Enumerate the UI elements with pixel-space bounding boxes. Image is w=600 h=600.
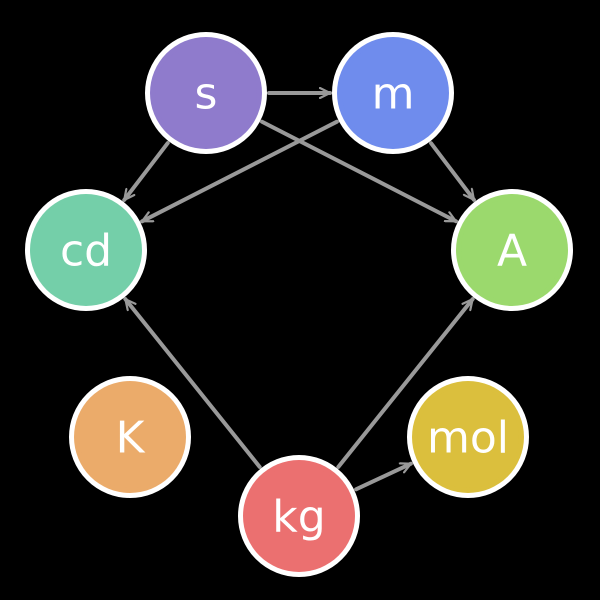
node-kg: kg <box>238 455 360 577</box>
node-m-fill <box>342 42 444 144</box>
node-m: m <box>332 32 454 154</box>
edge-m-to-A <box>429 141 476 202</box>
edge-s-to-A <box>260 119 458 224</box>
edge-kg-to-A <box>336 297 475 469</box>
node-s-fill <box>155 42 257 144</box>
node-cd-fill <box>35 199 137 301</box>
node-m-label: m <box>372 69 415 120</box>
node-s: s <box>145 32 267 154</box>
node-s-label: s <box>195 69 218 120</box>
edge-m-to-cd <box>140 119 339 224</box>
node-mol: mol <box>407 376 529 498</box>
node-cd-label: cd <box>60 226 112 277</box>
node-A-label: A <box>497 226 527 277</box>
edge-kg-to-mol <box>354 461 413 492</box>
node-kg-fill <box>248 465 350 567</box>
node-A-fill <box>461 199 563 301</box>
node-K-label: K <box>116 413 146 464</box>
node-cd: cd <box>25 189 147 311</box>
node-K: K <box>69 376 191 498</box>
node-kg-label: kg <box>272 492 325 543</box>
node-mol-fill <box>417 386 519 488</box>
node-A: A <box>451 189 573 311</box>
node-mol-label: mol <box>427 413 509 464</box>
edge-s-to-cd <box>122 141 170 202</box>
node-K-fill <box>79 386 181 488</box>
edge-kg-to-cd <box>123 297 262 469</box>
edges <box>122 93 476 492</box>
